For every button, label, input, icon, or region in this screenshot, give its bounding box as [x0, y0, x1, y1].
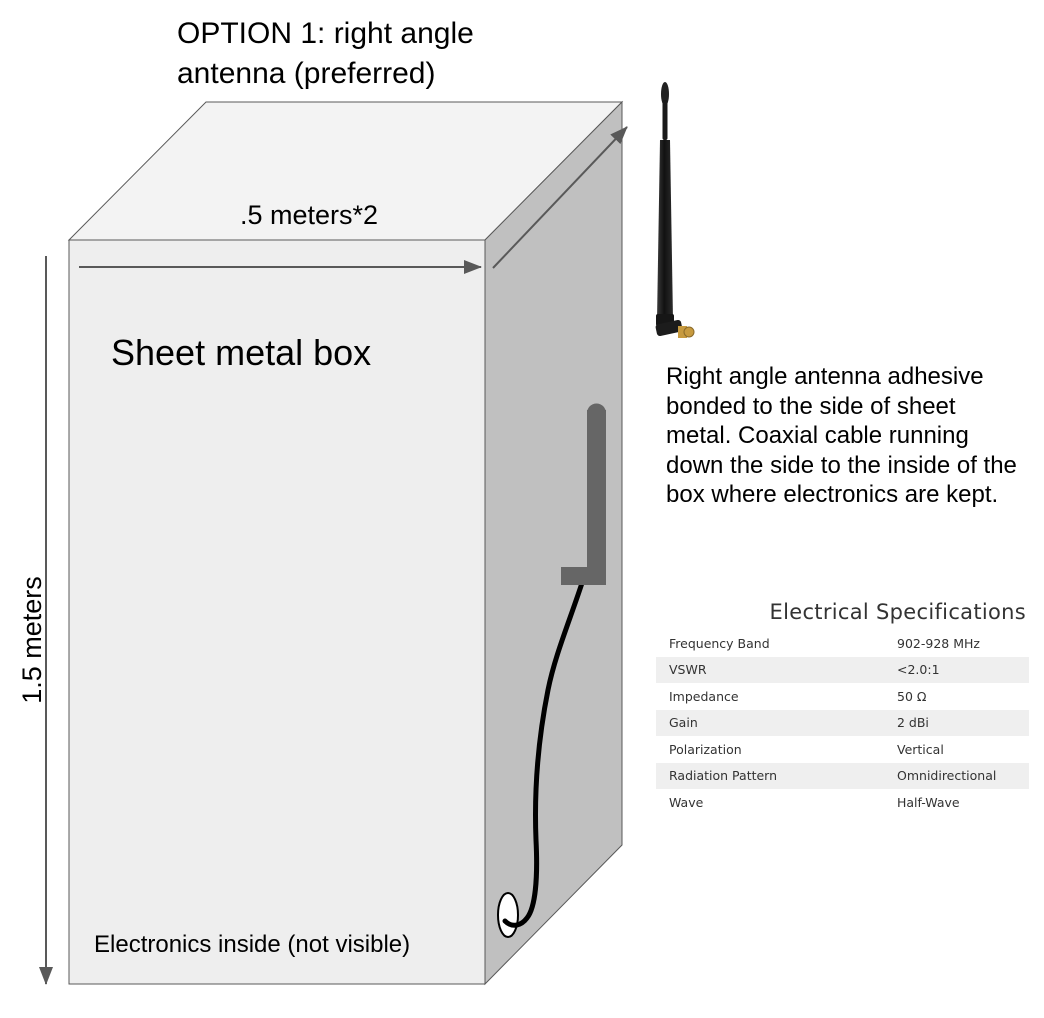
spec-row: VSWR <2.0:1	[656, 656, 1029, 683]
spec-value: 2 dBi	[897, 709, 1029, 736]
spec-row: Impedance 50 Ω	[656, 683, 1029, 710]
box-front-face	[68, 239, 486, 985]
cable-hole	[497, 892, 519, 938]
spec-row: Polarization Vertical	[656, 736, 1029, 763]
spec-label: Impedance	[669, 688, 739, 704]
spec-value: Vertical	[897, 741, 944, 757]
spec-label: Radiation Pattern	[656, 762, 897, 789]
spec-value: Omnidirectional	[897, 762, 1029, 789]
spec-row: Frequency Band 902-928 MHz	[656, 630, 1029, 657]
spec-label: Frequency Band	[669, 635, 770, 651]
spec-row: Gain 2 dBi	[656, 709, 1029, 736]
spec-label: Gain	[656, 709, 897, 736]
title-line-1: OPTION 1: right angle	[177, 17, 474, 50]
spec-row: Wave Half-Wave	[656, 789, 1029, 816]
coaxial-cable	[502, 577, 586, 928]
spec-title: Electrical Specifications	[769, 600, 1026, 624]
spec-value: Half-Wave	[897, 794, 960, 810]
electrical-specifications: Electrical Specifications Frequency Band…	[656, 596, 1029, 816]
spec-label: Polarization	[669, 741, 742, 757]
mounted-antenna	[561, 403, 606, 585]
spec-label: Wave	[669, 794, 704, 810]
width-dimension-label: .5 meters*2	[240, 200, 379, 230]
spec-value: 50 Ω	[897, 688, 927, 704]
right-angle-antenna-icon	[655, 82, 695, 338]
spec-table: Frequency Band 902-928 MHz VSWR <2.0:1 I…	[656, 630, 1029, 816]
electronics-note: Electronics inside (not visible)	[94, 931, 411, 958]
spec-value: <2.0:1	[897, 656, 1029, 683]
antenna-description: Right angle antenna adhesive bonded to t…	[666, 363, 1017, 508]
height-dimension-label: 1.5 meters	[17, 576, 47, 704]
spec-row: Radiation Pattern Omnidirectional	[656, 762, 1029, 789]
spec-value: 902-928 MHz	[897, 635, 980, 651]
diagram-title: OPTION 1: right angle antenna (preferred…	[177, 14, 474, 94]
depth-arrow	[492, 126, 628, 269]
spec-label: VSWR	[656, 656, 897, 683]
box-face-label: Sheet metal box	[111, 332, 372, 373]
title-line-2: antenna (preferred)	[177, 57, 436, 90]
